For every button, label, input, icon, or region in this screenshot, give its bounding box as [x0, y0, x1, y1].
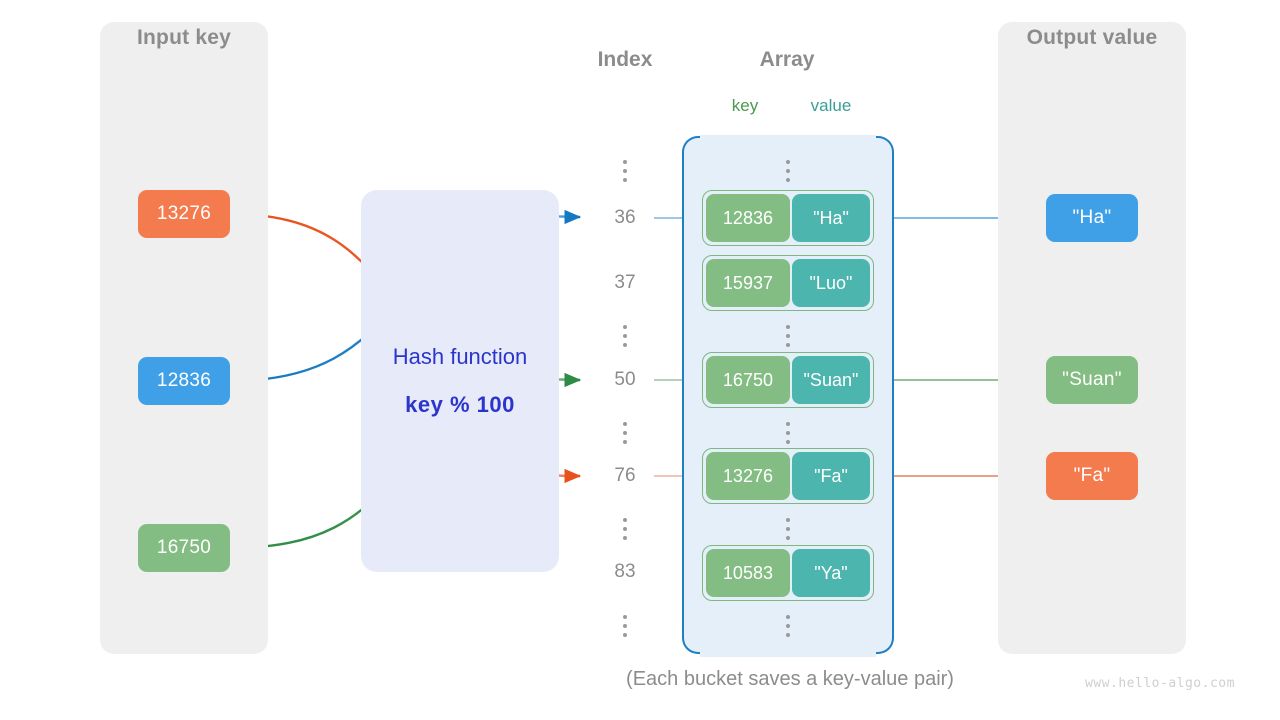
input-key-chip-13276[interactable]: 13276 [138, 190, 230, 238]
bucket-ellipsis-bottom [702, 610, 874, 637]
bucket-value-suan: "Suan" [791, 356, 870, 404]
array-heading: Array [759, 48, 815, 71]
index-column-heading: Index [597, 48, 653, 71]
index-ellipsis-3 [595, 417, 655, 444]
bucket-key-10583: 10583 [706, 549, 790, 597]
input-panel-title: Input key [137, 26, 231, 49]
hash-function-formula: key % 100 [405, 392, 515, 417]
diagram-caption: (Each bucket saves a key-value pair) [626, 668, 954, 690]
index-label-83: 83 [614, 561, 636, 582]
output-panel-title: Output value [1026, 26, 1158, 49]
output-value-chip-fa[interactable]: "Fa" [1046, 452, 1138, 500]
output-value-panel [998, 22, 1186, 654]
watermark: www.hello-algo.com [1085, 676, 1235, 691]
array-key-heading: key [731, 96, 759, 115]
array-bracket-mask-top [700, 135, 876, 141]
index-ellipsis-2 [595, 320, 655, 347]
bucket-value-ya: "Ya" [791, 549, 870, 597]
bucket-row-76[interactable]: 13276 "Fa" [702, 448, 874, 504]
bucket-key-16750: 16750 [706, 356, 790, 404]
hash-function-label: Hash function [392, 344, 528, 369]
bucket-ellipsis-3 [702, 417, 874, 444]
array-bracket-left [682, 136, 702, 654]
array-bracket-right [874, 136, 894, 654]
bucket-row-36[interactable]: 12836 "Ha" [702, 190, 874, 246]
output-value-chip-ha[interactable]: "Ha" [1046, 194, 1138, 242]
array-bracket-mask-bottom [700, 651, 876, 657]
index-ellipsis-top [595, 155, 655, 182]
bucket-key-13276: 13276 [706, 452, 790, 500]
bucket-ellipsis-top [702, 155, 874, 182]
bucket-value-ha: "Ha" [791, 194, 870, 242]
bucket-row-50[interactable]: 16750 "Suan" [702, 352, 874, 408]
array-value-heading: value [810, 96, 852, 115]
input-key-chip-12836[interactable]: 12836 [138, 357, 230, 405]
bucket-ellipsis-2 [702, 320, 874, 347]
index-ellipsis-bottom [595, 610, 655, 637]
bucket-ellipsis-4 [702, 513, 874, 540]
bucket-row-83[interactable]: 10583 "Ya" [702, 545, 874, 601]
index-label-36: 36 [614, 207, 636, 228]
bucket-key-12836: 12836 [706, 194, 790, 242]
index-label-50: 50 [614, 369, 636, 390]
output-value-chip-suan[interactable]: "Suan" [1046, 356, 1138, 404]
index-label-76: 76 [614, 465, 636, 486]
bucket-row-37[interactable]: 15937 "Luo" [702, 255, 874, 311]
bucket-key-15937: 15937 [706, 259, 790, 307]
index-label-37: 37 [614, 272, 636, 293]
index-ellipsis-4 [595, 513, 655, 540]
bucket-value-luo: "Luo" [791, 259, 870, 307]
bucket-value-fa: "Fa" [791, 452, 870, 500]
hash-function-box [361, 190, 559, 572]
input-key-chip-16750[interactable]: 16750 [138, 524, 230, 572]
